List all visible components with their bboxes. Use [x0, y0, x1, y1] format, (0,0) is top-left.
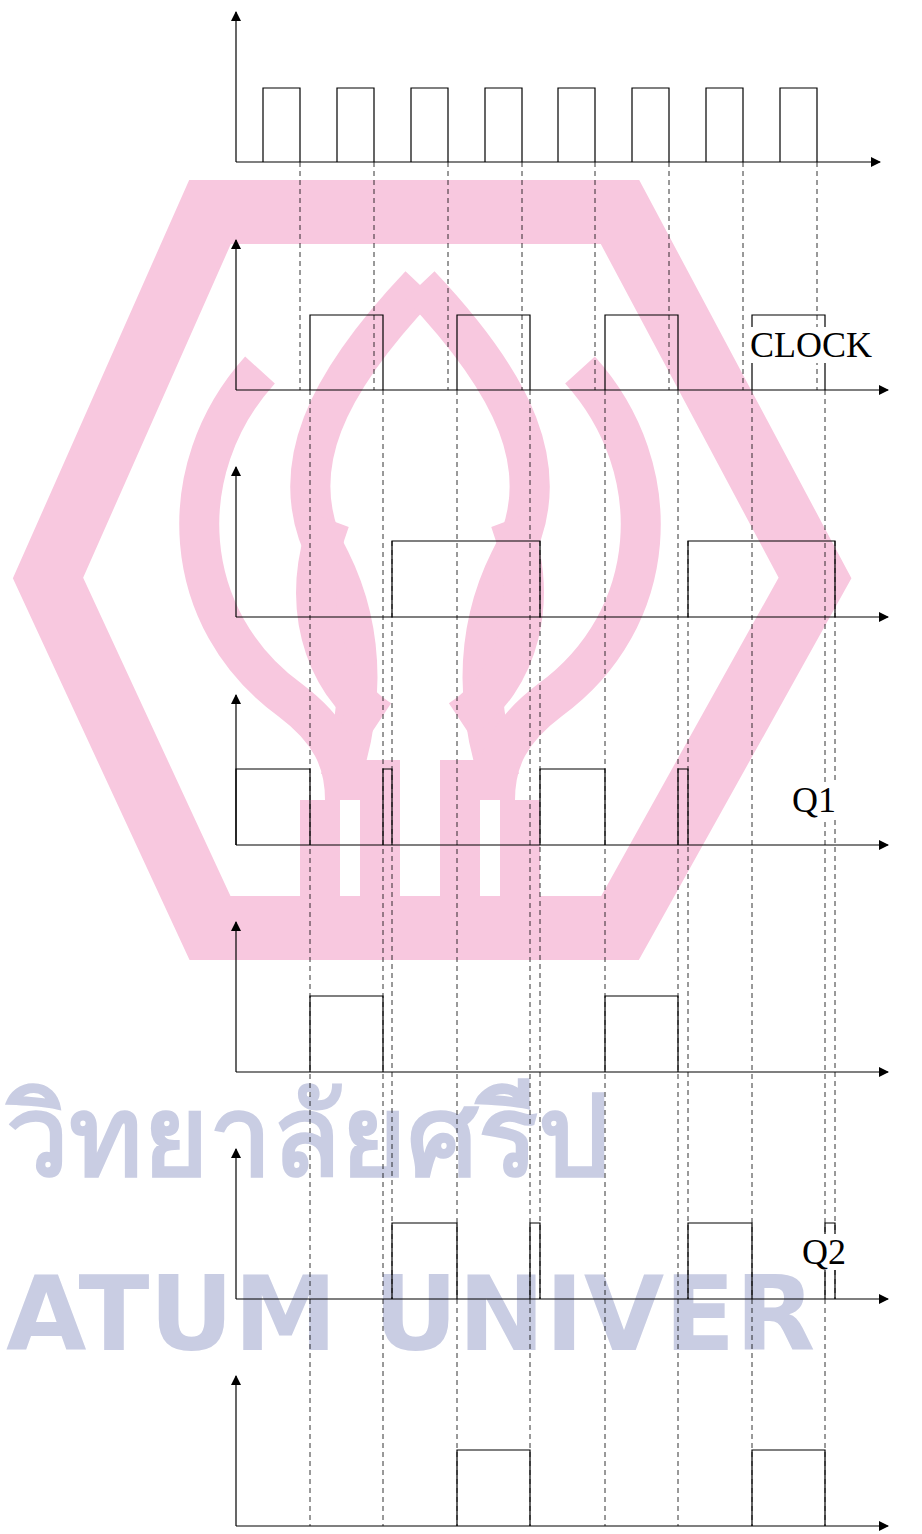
- time-axis: [236, 844, 888, 845]
- pulse: [485, 88, 522, 162]
- time-axis: [236, 1525, 888, 1526]
- dashed-guide: [522, 162, 523, 390]
- dashed-guide: [448, 162, 449, 390]
- level-axis: [235, 467, 236, 617]
- signal-name: Q1: [790, 782, 838, 818]
- dashed-guide: [530, 390, 531, 1526]
- pulse: [392, 1223, 457, 1299]
- level-axis: [235, 1376, 236, 1526]
- time-axis: [236, 616, 888, 617]
- pulse: [780, 88, 817, 162]
- dashed-guide: [457, 390, 458, 1526]
- dashed-guide: [300, 162, 301, 390]
- signal-name: CLOCK: [748, 327, 874, 363]
- pulse: [540, 769, 605, 845]
- pulse: [337, 88, 374, 162]
- level-axis: [235, 12, 236, 162]
- pulse: [530, 1223, 540, 1299]
- dashed-guide: [605, 390, 606, 1526]
- pulse: [236, 769, 310, 845]
- pulse: [688, 541, 835, 617]
- pulse: [605, 315, 678, 390]
- dashed-guide: [752, 390, 753, 1526]
- pulse: [457, 315, 530, 390]
- dashed-guide: [688, 541, 689, 1299]
- dashed-guide: [743, 162, 744, 390]
- pulse: [632, 88, 669, 162]
- dashed-guide: [392, 541, 393, 1299]
- pulse: [392, 541, 540, 617]
- level-axis: [235, 922, 236, 1072]
- dashed-guide: [835, 541, 836, 1299]
- pulse: [752, 1450, 825, 1526]
- pulse: [263, 88, 300, 162]
- pulse: [678, 769, 688, 845]
- dashed-guide: [540, 541, 541, 1299]
- dashed-guide: [825, 390, 826, 1526]
- pulse: [457, 1450, 530, 1526]
- dashed-guide: [669, 162, 670, 390]
- logo-hexagon: [48, 212, 815, 928]
- watermark-text: ATUM UNIVER: [6, 1262, 815, 1366]
- pulse: [411, 88, 448, 162]
- pulse: [310, 996, 383, 1072]
- dashed-guide: [383, 390, 384, 1526]
- time-axis: [236, 1071, 888, 1072]
- pulse: [688, 1223, 752, 1299]
- dashed-guide: [374, 162, 375, 390]
- signal-name: Q2: [800, 1234, 848, 1270]
- pulse: [706, 88, 743, 162]
- time-axis: [236, 1298, 888, 1299]
- time-axis: [236, 389, 888, 390]
- pulse: [605, 996, 678, 1072]
- pulse: [558, 88, 595, 162]
- dashed-guide: [310, 390, 311, 1526]
- watermark-text: วิทยาลัยศรีป: [6, 1080, 609, 1192]
- pulse: [310, 315, 383, 390]
- dashed-guide: [595, 162, 596, 390]
- level-axis: [235, 1149, 236, 1299]
- pulse: [383, 769, 392, 845]
- logo-lotus: [199, 285, 641, 930]
- dashed-guide: [678, 390, 679, 1526]
- level-axis: [235, 240, 236, 390]
